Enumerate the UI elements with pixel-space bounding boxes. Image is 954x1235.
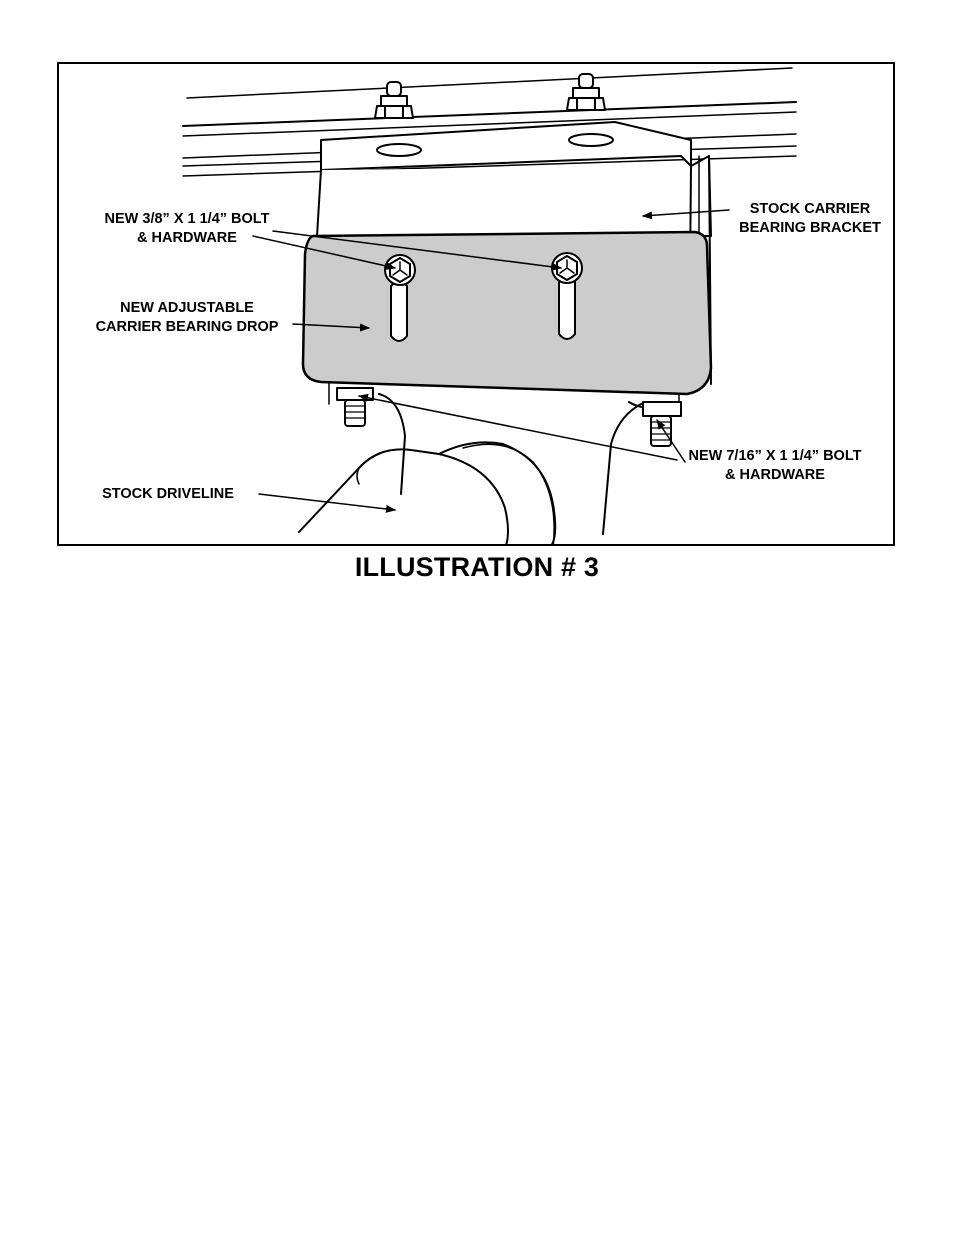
adjustable-drop-plate xyxy=(301,230,713,396)
callout-stock-bracket: STOCK CARRIER BEARING BRACKET xyxy=(727,200,893,238)
top-stud-left xyxy=(374,81,414,119)
illustration-caption: ILLUSTRATION # 3 xyxy=(354,552,600,582)
nut-716-right xyxy=(642,401,682,447)
callout-adjustable-drop: NEW ADJUSTABLE CARRIER BEARING DROP xyxy=(81,299,293,337)
callout-bolt-38-line1: NEW 3/8” X 1 1/4” BOLT xyxy=(104,211,270,227)
stock-driveline xyxy=(298,441,557,544)
leader-lines xyxy=(252,209,730,513)
bolt-38-right xyxy=(551,252,583,284)
callout-bolt-38-line2: & HARDWARE xyxy=(137,230,237,246)
bolt-38-left xyxy=(384,254,416,286)
callout-bolt-716-line2: & HARDWARE xyxy=(725,467,825,483)
illustration-frame: NEW 3/8” X 1 1/4” BOLT & HARDWARE NEW AD… xyxy=(57,62,895,546)
callout-bolt-38: NEW 3/8” X 1 1/4” BOLT & HARDWARE xyxy=(92,210,282,248)
callout-drop-line2: CARRIER BEARING DROP xyxy=(95,319,279,335)
stock-bearing-bracket xyxy=(316,121,712,385)
callout-driveline-line1: STOCK DRIVELINE xyxy=(102,486,234,502)
callout-drop-line1: NEW ADJUSTABLE xyxy=(120,300,254,316)
callout-bracket-line2: BEARING BRACKET xyxy=(739,220,881,236)
callout-bolt-716: NEW 7/16” X 1 1/4” BOLT & HARDWARE xyxy=(675,447,875,485)
callout-driveline: STOCK DRIVELINE xyxy=(83,485,253,504)
callout-bolt-716-line1: NEW 7/16” X 1 1/4” BOLT xyxy=(688,448,862,464)
callout-bracket-line1: STOCK CARRIER xyxy=(749,201,871,217)
top-stud-right xyxy=(566,73,606,111)
nut-716-left xyxy=(336,387,374,427)
carrier-bearing-drawing xyxy=(182,67,797,544)
